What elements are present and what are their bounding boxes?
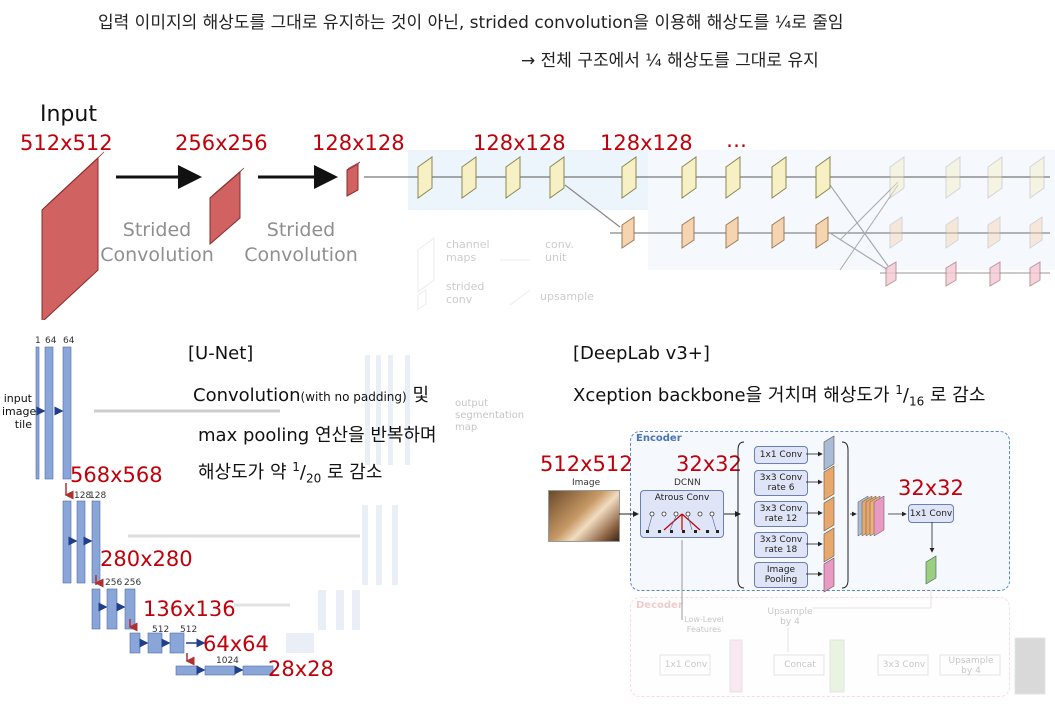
unet-frac-den: 20 [305, 471, 322, 486]
deeplab-line-1-pre: Xception backbone을 거치며 해상도가 [573, 385, 896, 406]
unet-title: [U-Net] [188, 343, 254, 364]
legend-strided-conv: strided conv [446, 280, 485, 306]
feature-block-128 [346, 161, 361, 197]
unet-line-1-tail: 및 [406, 385, 430, 406]
unet-channel-64b: 64 [63, 336, 75, 346]
header-line-2: → 전체 구조에서 ¼ 해상도를 그대로 유지 [521, 51, 819, 71]
feature-block-256 [209, 167, 245, 246]
size-label-256: 256x256 [175, 131, 268, 155]
unet-size-64: 64x64 [203, 632, 269, 656]
unet-channel-256a: 256 [105, 578, 123, 588]
atrous-conv-label: Atrous Conv [654, 493, 710, 503]
deeplab-line-1: Xception backbone을 거치며 해상도가 1/16 로 감소 [573, 383, 986, 409]
decoder-low-level: Low-Level Features [684, 615, 724, 634]
unet-input-label: input image tile [2, 392, 37, 431]
unet-channel-1: 1 [35, 336, 41, 346]
decoder-concat: Concat [784, 660, 816, 670]
deeplab-size-input: 512x512 [540, 452, 633, 476]
unet-size-28: 28x28 [268, 657, 334, 681]
decoder-frame [630, 597, 1010, 697]
deeplab-line-1-post: 로 감소 [924, 385, 986, 406]
header-line-1: 입력 이미지의 해상도를 그대로 유지하는 것이 아닌, strided con… [98, 13, 844, 33]
hrnet-diagram [41, 150, 1055, 320]
unet-size-136: 136x136 [143, 597, 236, 621]
unet-diagram [35, 346, 410, 676]
deeplab-image-label: Image [572, 478, 601, 488]
input-label: Input [40, 102, 97, 127]
deeplab-diagram [619, 435, 1046, 695]
branch-conv-rate-18: 3x3 Conv rate 18 [754, 532, 808, 558]
branch-conv-rate-6: 3x3 Conv rate 6 [754, 470, 808, 496]
dcnn-label: DCNN [674, 478, 701, 488]
unet-line-1-small: (with no padding) [300, 390, 407, 404]
unet-size-568: 568x568 [70, 463, 163, 487]
unet-channel-1024: 1024 [216, 656, 239, 666]
decoder-upsample-2: Upsample by 4 [948, 656, 994, 676]
decoder-upsample-1: Upsample by 4 [767, 607, 813, 627]
unet-channel-512a: 512 [152, 625, 170, 635]
deeplab-frac-den: 16 [909, 394, 925, 409]
deeplab-frac-num: 1 [895, 383, 903, 397]
unet-line-2: max pooling 연산을 반복하며 [198, 425, 437, 446]
unet-channel-512b: 512 [180, 625, 198, 635]
branch-1x1-conv: 1x1 Conv [754, 446, 808, 464]
unet-line-3-post: 로 감소 [321, 462, 383, 483]
unet-line-1-main: Convolution [193, 385, 301, 406]
unet-channel-256b: 256 [124, 578, 142, 588]
unet-line-3: 해상도가 약 1/20 로 감소 [198, 460, 383, 486]
unet-channel-128a: 128 [74, 491, 92, 501]
branch-conv-rate-12: 3x3 Conv rate 12 [754, 501, 808, 527]
unet-line-1: Convolution(with no padding) 및 [193, 381, 429, 407]
legend-conv-unit: conv. unit [545, 238, 574, 264]
strided-conv-label-2: Strided Convolution [244, 219, 358, 266]
unet-channel-128b: 128 [89, 491, 107, 501]
encoder-label: Encoder [636, 433, 682, 444]
size-ellipsis: … [726, 128, 747, 152]
size-label-128-a: 128x128 [312, 131, 405, 155]
strided-conv-label-1: Strided Convolution [100, 219, 214, 266]
branch-image-pooling: Image Pooling [754, 562, 808, 588]
post-1x1-conv: 1x1 Conv [908, 504, 954, 523]
unet-channel-64a: 64 [45, 336, 57, 346]
decoder-label: Decoder [636, 600, 683, 611]
unet-line-3-pre: 해상도가 약 [198, 462, 293, 483]
unet-frac-num: 1 [292, 460, 300, 474]
deeplab-title: [DeepLab v3+] [573, 343, 710, 364]
feature-block-512 [41, 151, 105, 320]
size-label-512: 512x512 [20, 131, 113, 155]
legend-upsample: upsample [540, 290, 594, 303]
deeplab-input-image [548, 490, 620, 542]
unet-size-280: 280x280 [100, 547, 193, 571]
deeplab-size-output: 32x32 [898, 476, 964, 500]
legend-channel-maps: channel maps [446, 238, 490, 264]
unet-output-label: output segmentation map [455, 398, 525, 433]
deeplab-size-dcnn: 32x32 [676, 452, 742, 476]
decoder-1x1-conv: 1x1 Conv [664, 660, 708, 670]
decoder-3x3-conv: 3x3 Conv [882, 660, 926, 670]
